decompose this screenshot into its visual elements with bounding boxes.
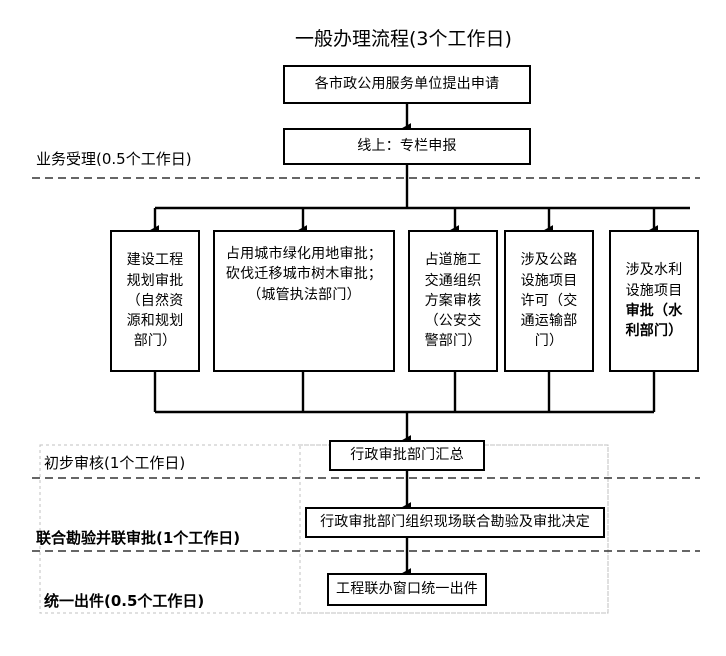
dept-box-road-traffic-plan-review-label: 占道施工交通组织方案审核（公安交警部门） [424, 252, 482, 350]
node-summary[interactable]: 行政审批部门汇总 [329, 440, 485, 471]
dept-box-highway-facility-permit[interactable]: 涉及公路设施项目许可（交通运输部门） [504, 230, 594, 372]
dept-box-planning-approval[interactable]: 建设工程规划审批（自然资源和规划部门） [110, 230, 200, 372]
phase-label-preliminary: 初步审核(1个工作日) [44, 454, 186, 472]
node-apply-label: 各市政公用服务单位提出申请 [314, 75, 500, 92]
dept-box-planning-approval-label: 建设工程规划审批（自然资源和规划部门） [126, 252, 184, 350]
dept-box-road-traffic-plan-review[interactable]: 占道施工交通组织方案审核（公安交警部门） [408, 230, 498, 372]
dept-box-greenland-tree-approval-label: 占用城市绿化用地审批；砍伐迁移城市树木审批；（城管执法部门） [225, 246, 383, 303]
node-online-declaration-label: 线上：专栏申报 [357, 137, 457, 154]
node-summary-label: 行政审批部门汇总 [350, 446, 464, 463]
node-joint-review[interactable]: 行政审批部门组织现场联合勘验及审批决定 [305, 507, 605, 538]
phase-label-joint-survey: 联合勘验并联审批(1个工作日) [36, 529, 241, 547]
dept-box-water-facility-approval-label: 涉及水利设施项目审批（水利部门） [625, 262, 683, 340]
node-output-label: 工程联办窗口统一出件 [336, 580, 478, 597]
node-output[interactable]: 工程联办窗口统一出件 [327, 573, 487, 606]
page-title: 一般办理流程(3个工作日) [295, 28, 512, 50]
phase-label-unified-output: 统一出件(0.5个工作日) [44, 592, 205, 610]
phase-label-acceptance: 业务受理(0.5个工作日) [36, 150, 192, 168]
node-apply[interactable]: 各市政公用服务单位提出申请 [283, 65, 531, 104]
node-online-declaration[interactable]: 线上：专栏申报 [283, 128, 531, 165]
dept-box-highway-facility-permit-label: 涉及公路设施项目许可（交通运输部门） [520, 252, 578, 350]
dept-box-water-facility-approval[interactable]: 涉及水利设施项目审批（水利部门） [609, 230, 699, 372]
dept-box-greenland-tree-approval[interactable]: 占用城市绿化用地审批；砍伐迁移城市树木审批；（城管执法部门） [213, 230, 395, 372]
node-joint-review-label: 行政审批部门组织现场联合勘验及审批决定 [320, 513, 590, 530]
